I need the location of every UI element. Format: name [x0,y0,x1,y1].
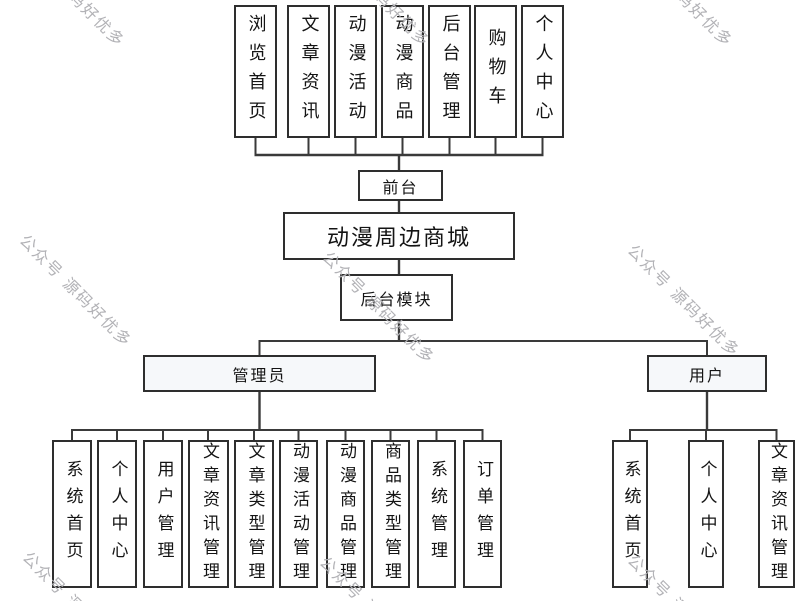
admin-child-box: 个人中心 [97,440,137,588]
front-node-label: 前台 [382,177,419,197]
front-module-box: 动漫活动 [334,5,377,138]
front-module-box: 动漫商品 [381,5,424,138]
front-module-box: 购物车 [474,5,517,138]
admin-child-box: 订单管理 [463,440,502,588]
admin-child-label: 文章类型管理 [244,442,265,586]
admin-node-box: 管理员 [143,355,376,392]
front-module-box: 文章资讯 [287,5,330,138]
user-node-box: 用户 [647,355,767,392]
admin-child-label: 用户管理 [153,460,174,568]
front-node-box: 前台 [358,170,443,201]
admin-child-label: 订单管理 [473,460,493,568]
admin-child-label: 商品类型管理 [381,442,401,586]
front-module-label: 浏览首页 [245,13,267,130]
user-child-box: 个人中心 [688,440,724,588]
front-module-box: 浏览首页 [234,5,277,138]
root-node-label: 动漫周边商城 [326,226,471,251]
backend-node-label: 后台模块 [360,289,433,309]
user-child-box: 文章资讯管理 [758,440,795,588]
admin-child-box: 用户管理 [143,440,183,588]
front-module-label: 个人中心 [532,13,554,130]
front-module-label: 文章资讯 [298,13,320,130]
admin-child-box: 系统首页 [52,440,92,588]
user-node-label: 用户 [688,365,725,385]
front-module-label: 动漫活动 [345,13,367,130]
front-module-box: 后台管理 [428,5,471,138]
user-child-box: 系统首页 [612,440,648,588]
admin-child-box: 文章类型管理 [234,440,274,588]
admin-child-box: 系统管理 [417,440,456,588]
admin-node-label: 管理员 [232,365,287,385]
admin-child-box: 动漫商品管理 [326,440,365,588]
admin-child-box: 动漫活动管理 [279,440,318,588]
user-child-label: 系统首页 [620,460,641,568]
admin-child-label: 文章资讯管理 [199,442,219,586]
front-module-label: 购物车 [485,28,507,115]
front-module-label: 动漫商品 [392,13,414,130]
admin-child-label: 系统管理 [427,460,447,568]
front-module-box: 个人中心 [521,5,564,138]
admin-child-label: 系统首页 [62,460,83,568]
admin-child-label: 动漫商品管理 [336,442,356,586]
admin-child-box: 文章资讯管理 [188,440,229,588]
root-node-box: 动漫周边商城 [283,212,515,260]
user-child-label: 文章资讯管理 [767,442,787,586]
backend-node-box: 后台模块 [340,274,453,321]
admin-child-box: 商品类型管理 [371,440,410,588]
admin-child-label: 个人中心 [107,460,128,568]
front-module-label: 后台管理 [439,13,461,130]
admin-child-label: 动漫活动管理 [289,442,309,586]
user-child-label: 个人中心 [696,460,717,568]
